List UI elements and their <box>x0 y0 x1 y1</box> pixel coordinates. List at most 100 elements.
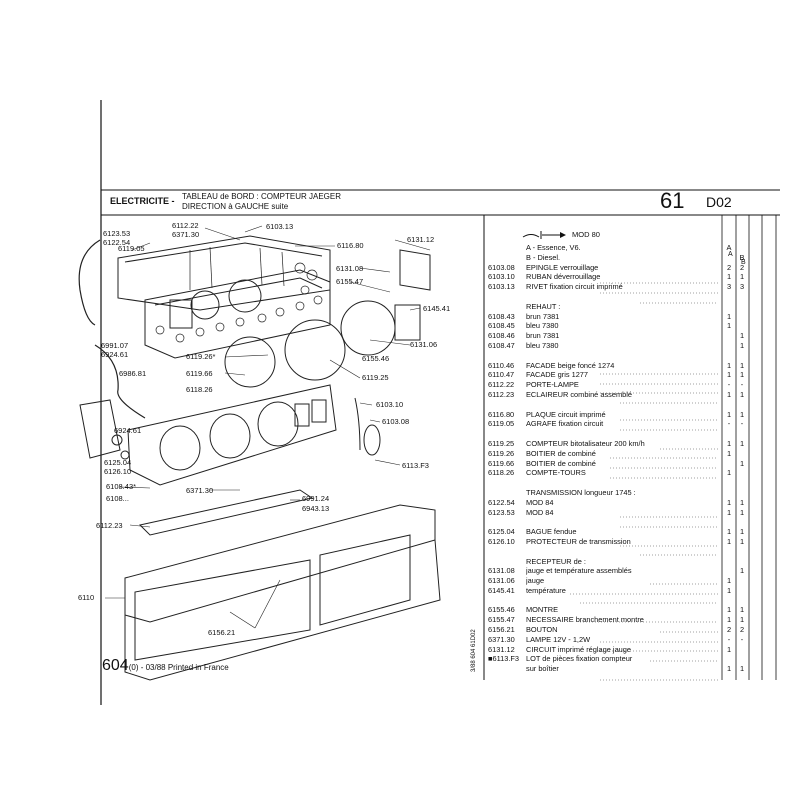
qty-a: 1 <box>726 321 732 331</box>
callout-label: 6131.06 <box>410 340 438 349</box>
callout-label: 6126.10 <box>104 467 132 476</box>
section-title: ELECTRICITE - <box>110 196 175 206</box>
part-ref: 6123.53 <box>488 507 515 517</box>
footer-edition: (0) - 03/88 Printed in France <box>128 663 229 672</box>
callout-label: 6119.25 <box>362 373 389 382</box>
qty-a: 1 <box>726 664 732 674</box>
part-ref: 6119.25 <box>488 438 515 448</box>
qty-b: 1 <box>739 497 745 507</box>
table-row: 6119.26 BOITIER de combiné 1 <box>488 449 748 459</box>
part-description: FACADE beige foncé 1274 <box>526 360 615 370</box>
part-ref: 6131.06 <box>488 576 515 586</box>
qty-a: 1 <box>726 576 732 586</box>
qty-b: 1 <box>739 566 745 576</box>
qty-a: 2 <box>726 262 732 272</box>
part-description: bleu 7380 <box>526 340 559 350</box>
qty-a: 1 <box>726 389 732 399</box>
part-ref: 6118.26 <box>488 468 515 478</box>
part-description: CIRCUIT imprimé réglage jauge <box>526 644 632 654</box>
part-description: A - Essence, V6. <box>526 243 581 252</box>
part-ref: 6125.04 <box>488 527 515 537</box>
qty-b: 1 <box>739 438 745 448</box>
qty-a: 1 <box>726 644 732 654</box>
qty-a: A <box>726 243 732 252</box>
qty-b: 1 <box>739 360 745 370</box>
qty-b: 1 <box>739 331 745 341</box>
part-description: RUBAN déverrouillage <box>526 272 601 282</box>
part-description: PORTE-LAMPE <box>526 380 579 390</box>
callout-label: 6145.41 <box>423 304 451 313</box>
table-row <box>488 292 748 302</box>
qty-a: 1 <box>726 507 732 517</box>
part-ref: 6108.46 <box>488 331 515 341</box>
part-description: AGRAFE fixation circuit <box>526 419 604 429</box>
callout-label: 6991.07 <box>101 341 129 350</box>
part-description: jauge et température assemblés <box>526 566 632 576</box>
part-description: NECESSAIRE branchement montre <box>526 615 644 625</box>
qty-a: - <box>727 634 731 644</box>
model-line: MOD 80 <box>572 230 600 239</box>
part-description: B - Diesel. <box>526 252 561 262</box>
callout-label: 6112.23 <box>96 521 123 530</box>
qty-a: 1 <box>726 370 732 380</box>
qty-b: 2 <box>739 262 745 272</box>
part-description: BOITIER de combiné <box>526 458 596 468</box>
part-ref: 6103.08 <box>488 262 515 272</box>
table-row: REHAUT : <box>488 302 748 312</box>
part-description: REHAUT : <box>526 301 561 311</box>
qty-a: 1 <box>726 360 732 370</box>
part-description: BOITIER de combiné <box>526 448 596 458</box>
callout-label: 6125.04 <box>104 458 132 467</box>
callout-label: 6371.30 <box>172 230 200 239</box>
callout-label: 6113.F3 <box>402 461 429 470</box>
table-row <box>488 596 748 606</box>
qty-b: 1 <box>739 507 745 517</box>
page-code: D02 <box>706 194 732 210</box>
part-ref: 6371.30 <box>488 634 515 644</box>
qty-a: 1 <box>726 497 732 507</box>
table-row: A - Essence, V6. A <box>488 243 748 253</box>
table-row: ■6113.F3 LOT de pièces fixation compteur <box>488 654 748 664</box>
part-ref: 6108.43 <box>488 311 515 321</box>
part-ref: 6119.26 <box>488 448 515 458</box>
qty-b: 1 <box>739 458 745 468</box>
page-number: 61 <box>660 188 685 213</box>
qty-a: 1 <box>726 605 732 615</box>
part-ref: 6112.22 <box>488 380 515 390</box>
part-description: MONTRE <box>526 605 559 615</box>
callout-label: 6110 <box>78 593 95 602</box>
qty-b: 1 <box>739 409 745 419</box>
callout-label: 6103.10 <box>376 400 404 409</box>
part-ref: 6119.05 <box>488 419 515 429</box>
part-ref: 6110.46 <box>488 360 515 370</box>
qty-b: 1 <box>739 527 745 537</box>
callout-label: 6131.08 <box>336 264 364 273</box>
qty-a: 1 <box>726 448 732 458</box>
part-description: LOT de pièces fixation compteur <box>526 654 633 664</box>
qty-a: 2 <box>726 625 732 635</box>
qty-a: 1 <box>726 527 732 537</box>
part-ref: ■6113.F3 <box>488 654 520 664</box>
callout-label: 6103.13 <box>266 222 294 231</box>
callout-label: 6371.30 <box>186 486 214 495</box>
part-ref: 6122.54 <box>488 497 515 507</box>
part-ref: 6103.10 <box>488 272 515 282</box>
part-ref: 6145.41 <box>488 585 515 595</box>
callout-label: 6119.05 <box>118 244 145 253</box>
part-description: COMPTE-TOURS <box>526 468 586 478</box>
callout-label: 6991.24 <box>302 494 330 503</box>
qty-b: - <box>740 634 744 644</box>
callout-label: 6156.21 <box>208 628 236 637</box>
